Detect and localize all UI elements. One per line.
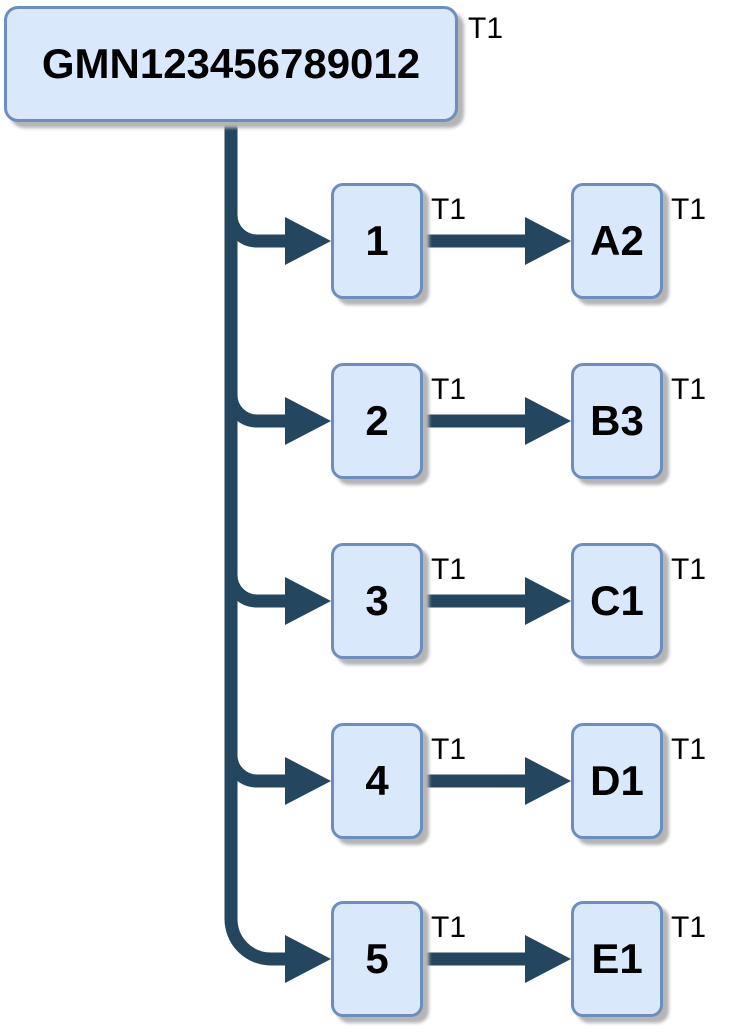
root-node-label: GMN123456789012 [41,40,421,87]
target-node-A2[interactable]: A2 [571,183,663,299]
source-node-5[interactable]: 5 [331,901,423,1017]
source-node-1[interactable]: 1 [331,183,423,299]
source-node-3[interactable]: 3 [331,543,423,659]
source-node-label: 1 [365,217,389,264]
target-node-label: B3 [590,397,644,444]
root-node-tag: T1 [468,12,504,45]
source-node-tag: T1 [431,373,467,406]
source-node-label: 4 [365,757,389,804]
source-node-tag: T1 [431,193,467,226]
arrowhead-right-icon [525,397,571,445]
source-node-label: 3 [365,577,389,624]
target-node-E1[interactable]: E1 [571,901,663,1017]
source-node-4[interactable]: 4 [331,723,423,839]
target-node-tag: T1 [671,911,707,944]
target-node-tag: T1 [671,193,707,226]
target-node-label: C1 [590,577,644,624]
source-node-2[interactable]: 2 [331,363,423,479]
target-node-D1[interactable]: D1 [571,723,663,839]
arrowhead-right-icon [525,935,571,983]
target-node-label: D1 [590,757,644,804]
arrowhead-right-icon [285,397,331,445]
diagram-row: 4 T1 D1 T1 [0,723,729,839]
arrowhead-right-icon [525,757,571,805]
diagram-row: 3 T1 C1 T1 [0,543,729,659]
arrowhead-right-icon [525,577,571,625]
diagram-row: 1 T1 A2 T1 [0,183,729,299]
root-node[interactable]: GMN123456789012 [4,6,458,122]
connector-root-to-5 [224,118,287,966]
source-node-tag: T1 [431,553,467,586]
target-node-tag: T1 [671,733,707,766]
source-node-label: 2 [365,397,389,444]
arrowhead-right-icon [285,935,331,983]
diagram-row: 2 T1 B3 T1 [0,363,729,479]
arrowhead-right-icon [285,217,331,265]
target-node-label: E1 [591,935,643,982]
arrowhead-right-icon [285,577,331,625]
source-node-tag: T1 [431,733,467,766]
arrowhead-right-icon [285,757,331,805]
target-node-label: A2 [590,217,644,264]
arrowhead-right-icon [525,217,571,265]
diagram-row: 5 T1 E1 T1 [0,901,729,1017]
target-node-C1[interactable]: C1 [571,543,663,659]
target-node-B3[interactable]: B3 [571,363,663,479]
source-node-label: 5 [365,935,389,982]
target-node-tag: T1 [671,373,707,406]
target-node-tag: T1 [671,553,707,586]
source-node-tag: T1 [431,911,467,944]
